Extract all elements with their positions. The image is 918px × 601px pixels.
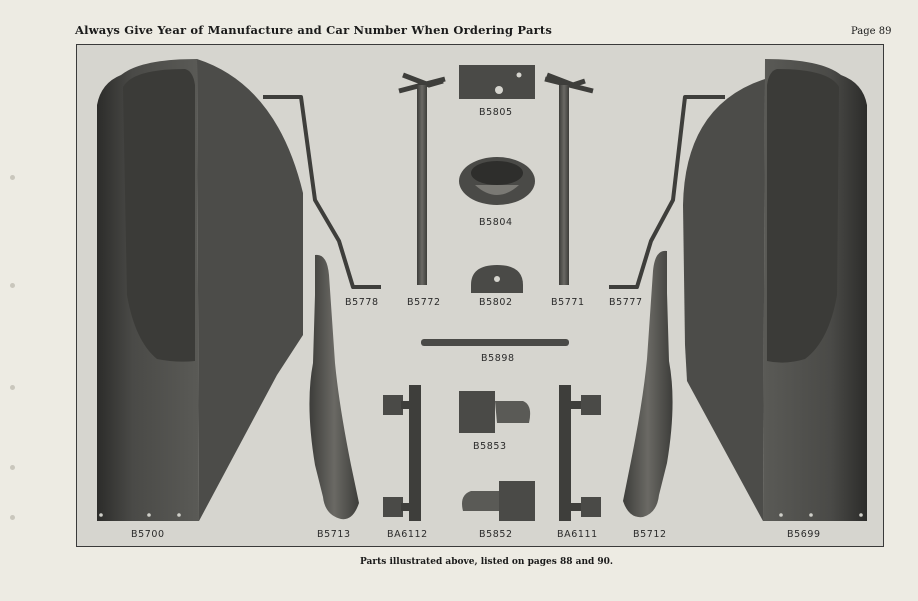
- part-label-b5712: B5712: [633, 529, 667, 540]
- part-label-b5898: B5898: [481, 353, 515, 364]
- part-label-b5805: B5805: [479, 107, 513, 118]
- punch-hole: [10, 385, 15, 390]
- bar-b5898: [421, 339, 569, 346]
- part-label-b5802: B5802: [479, 297, 513, 308]
- fender-right-b5699: [683, 59, 867, 521]
- punch-hole: [10, 283, 15, 288]
- punch-hole: [10, 175, 15, 180]
- bracket-b5772: [398, 72, 446, 285]
- plate-b5805: [459, 65, 535, 99]
- part-label-b5777: B5777: [609, 297, 643, 308]
- plate-caption: Parts illustrated above, listed on pages…: [360, 557, 614, 567]
- part-label-b5713: B5713: [317, 529, 351, 540]
- rod-b5777: [609, 95, 725, 289]
- part-label-b5700: B5700: [131, 529, 165, 540]
- part-label-b5778: B5778: [345, 297, 379, 308]
- part-label-ba6112: BA6112: [387, 529, 428, 540]
- part-label-b5804: B5804: [479, 217, 513, 228]
- part-label-b5772: B5772: [407, 297, 441, 308]
- strip-b5712: [623, 250, 673, 518]
- strip-b5713: [309, 254, 359, 520]
- part-label-b5853: B5853: [473, 441, 507, 452]
- part-label-b5699: B5699: [787, 529, 821, 540]
- punch-hole: [10, 515, 15, 520]
- part-label-b5852: B5852: [479, 529, 513, 540]
- part-label-b5771: B5771: [551, 297, 585, 308]
- fender-left-b5700: [97, 59, 303, 521]
- page-header-title: Always Give Year of Manufacture and Car …: [75, 23, 553, 37]
- page-number: Page 89: [851, 26, 892, 37]
- half-disc-b5802: [471, 265, 523, 293]
- punch-hole: [10, 465, 15, 470]
- bracket-b5853: [459, 391, 531, 433]
- rod-b5778: [263, 95, 381, 289]
- bracket-b5852: [462, 481, 535, 521]
- bracket-b5771: [544, 72, 594, 285]
- hinge-ba6111: [559, 385, 601, 521]
- part-label-ba6111: BA6111: [557, 529, 598, 540]
- parts-illustration-plate: B5700 B5778 B5772 B5805 B5804 B5802 B577…: [76, 44, 884, 547]
- parts-illustration: [97, 59, 867, 521]
- hinge-ba6112: [383, 385, 421, 521]
- cup-b5804: [459, 157, 535, 205]
